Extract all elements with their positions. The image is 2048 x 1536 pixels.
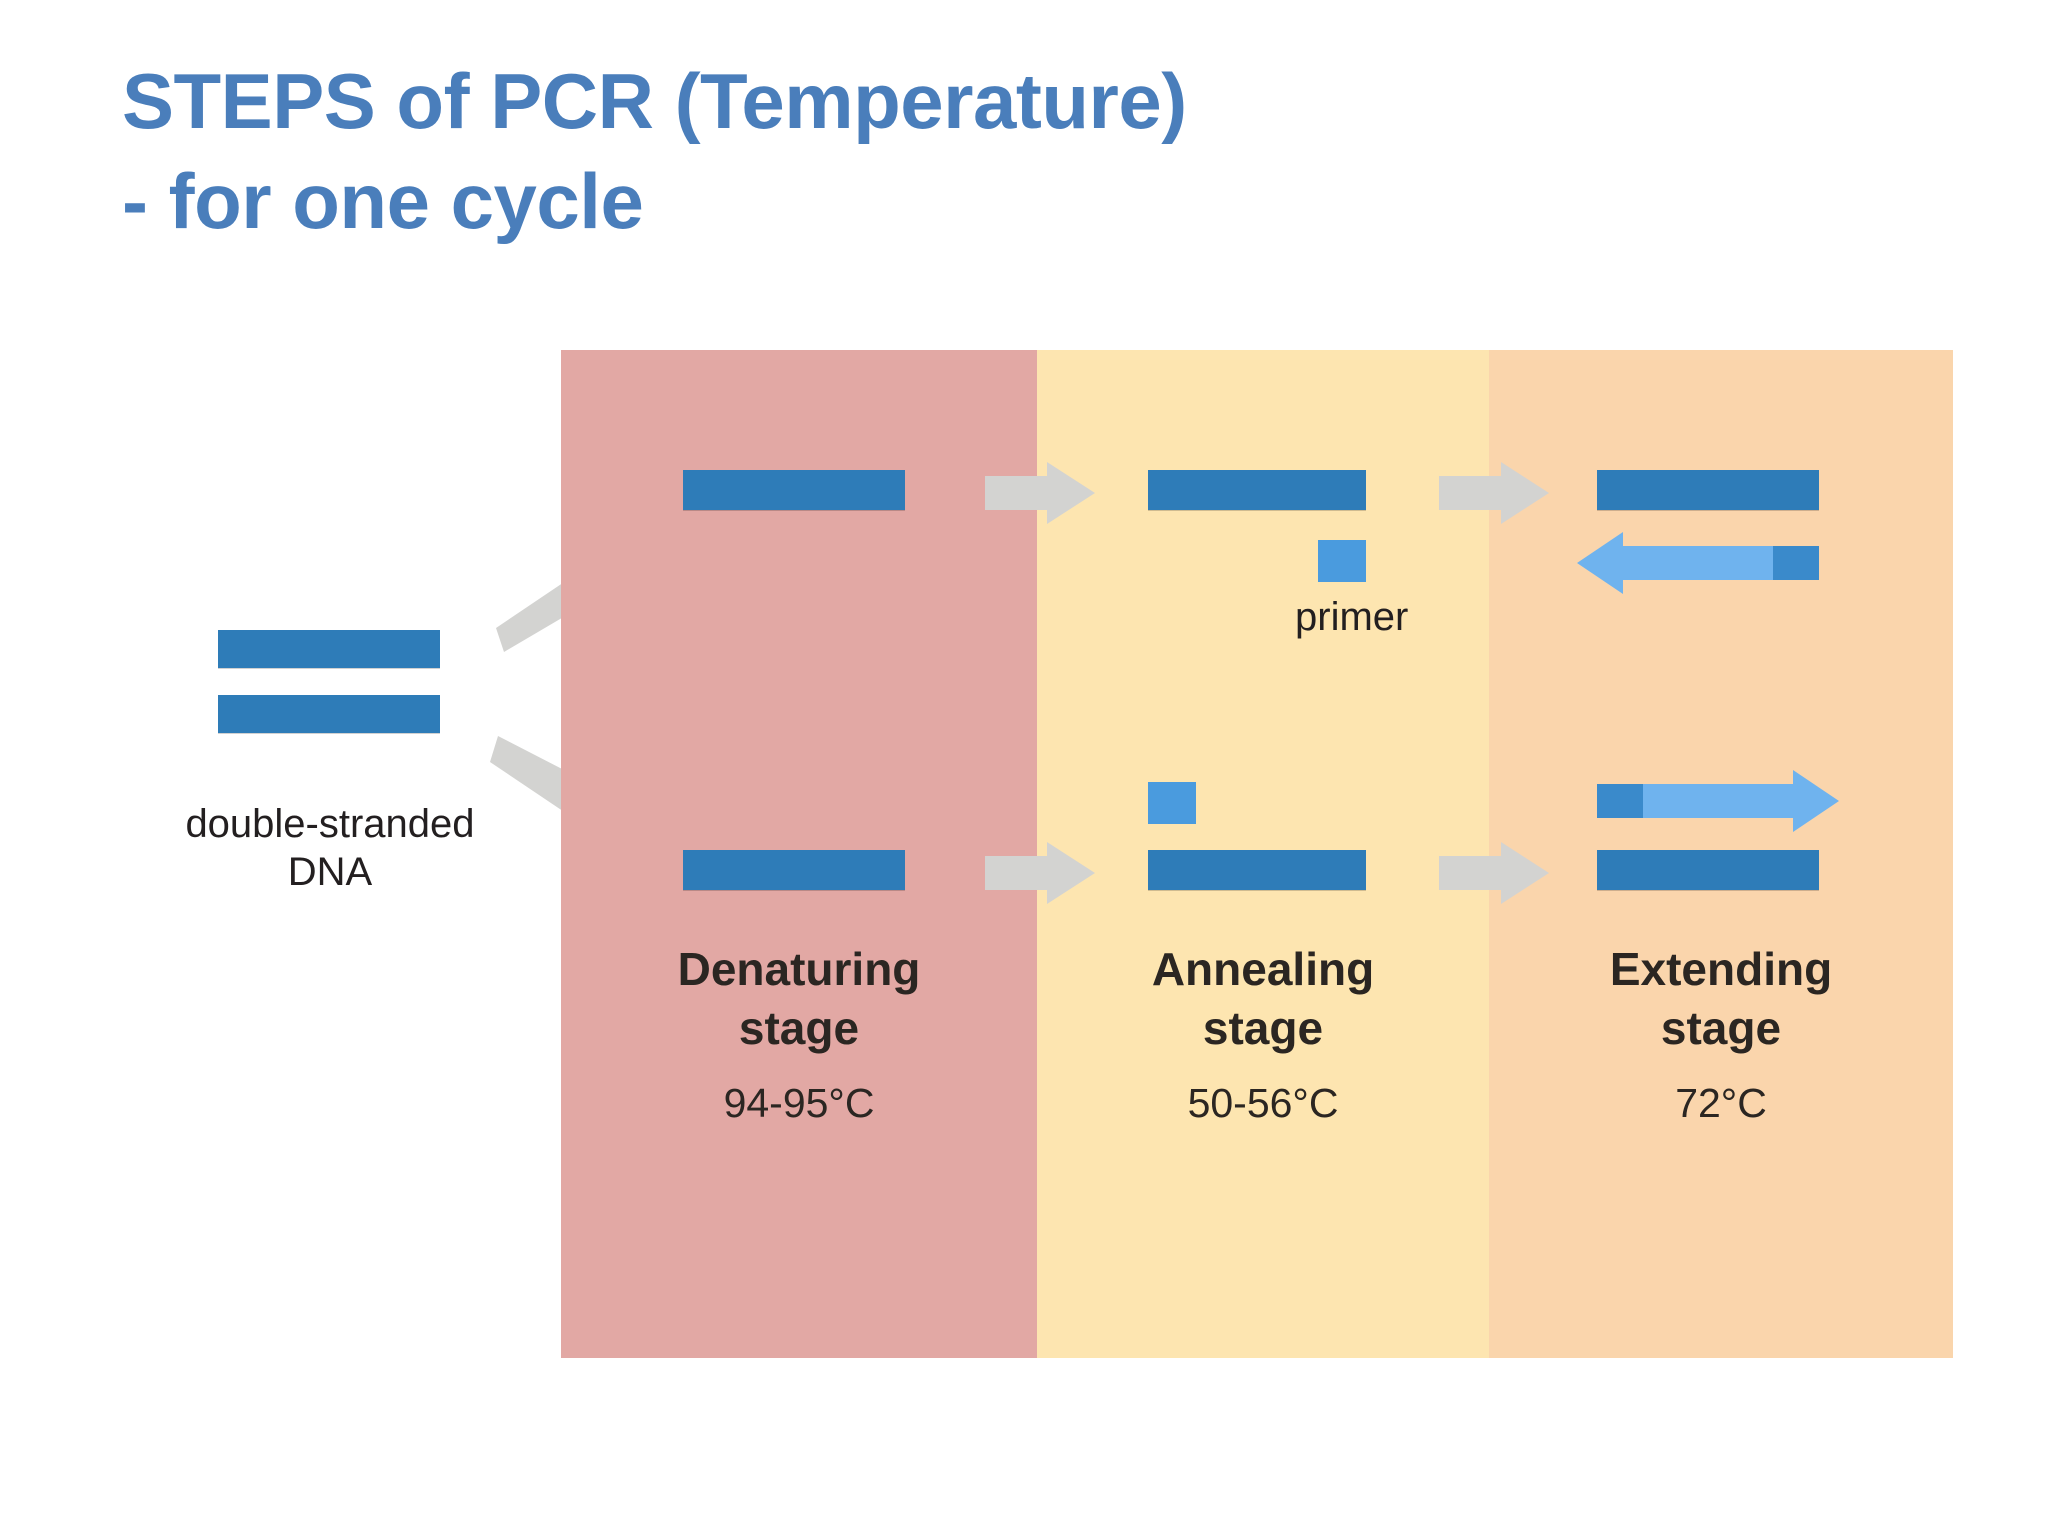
primer-square-extending-bottom bbox=[1597, 784, 1643, 818]
arrow-right-icon bbox=[1439, 462, 1549, 524]
extending-template-strand-top bbox=[1597, 470, 1819, 510]
primer-square-top bbox=[1318, 540, 1366, 582]
denatured-strand-top bbox=[683, 470, 905, 510]
denatured-strand-bottom bbox=[683, 850, 905, 890]
arrow-right-icon bbox=[985, 462, 1095, 524]
stage-name-extending: Extending stage bbox=[1609, 943, 1833, 1054]
stage-caption-extending: Extending stage 72°C bbox=[1489, 940, 1953, 1127]
arrow-right-icon bbox=[985, 842, 1095, 904]
arrow-right-icon bbox=[1643, 770, 1839, 832]
stage-caption-denaturing: Denaturing stage 94-95°C bbox=[561, 940, 1037, 1127]
stage-column-denaturing: Denaturing stage 94-95°C bbox=[561, 350, 1037, 1358]
arrow-left-icon bbox=[1577, 532, 1773, 594]
annealing-template-strand-top bbox=[1148, 470, 1366, 510]
extending-template-strand-bottom bbox=[1597, 850, 1819, 890]
primer-square-bottom bbox=[1148, 782, 1196, 824]
page-title: STEPS of PCR (Temperature) - for one cyc… bbox=[122, 57, 1187, 245]
double-stranded-dna-label: double-stranded DNA bbox=[185, 802, 475, 894]
primer-square-extending-top bbox=[1773, 546, 1819, 580]
stage-name-denaturing: Denaturing stage bbox=[677, 943, 921, 1054]
dna-strand-bottom bbox=[218, 695, 440, 733]
pcr-stage-panel: Denaturing stage 94-95°C Annealing stage… bbox=[561, 350, 1953, 1358]
stage-temperature-annealing: 50-56°C bbox=[1187, 1079, 1339, 1126]
annealing-template-strand-bottom bbox=[1148, 850, 1366, 890]
stage-temperature-extending: 72°C bbox=[1675, 1079, 1767, 1126]
stage-name-annealing: Annealing stage bbox=[1151, 943, 1375, 1054]
stage-caption-annealing: Annealing stage 50-56°C bbox=[1037, 940, 1489, 1127]
primer-legend-label: primer bbox=[1295, 595, 1409, 639]
arrow-right-icon bbox=[1439, 842, 1549, 904]
stage-temperature-denaturing: 94-95°C bbox=[723, 1079, 875, 1126]
dna-strand-top bbox=[218, 630, 440, 668]
